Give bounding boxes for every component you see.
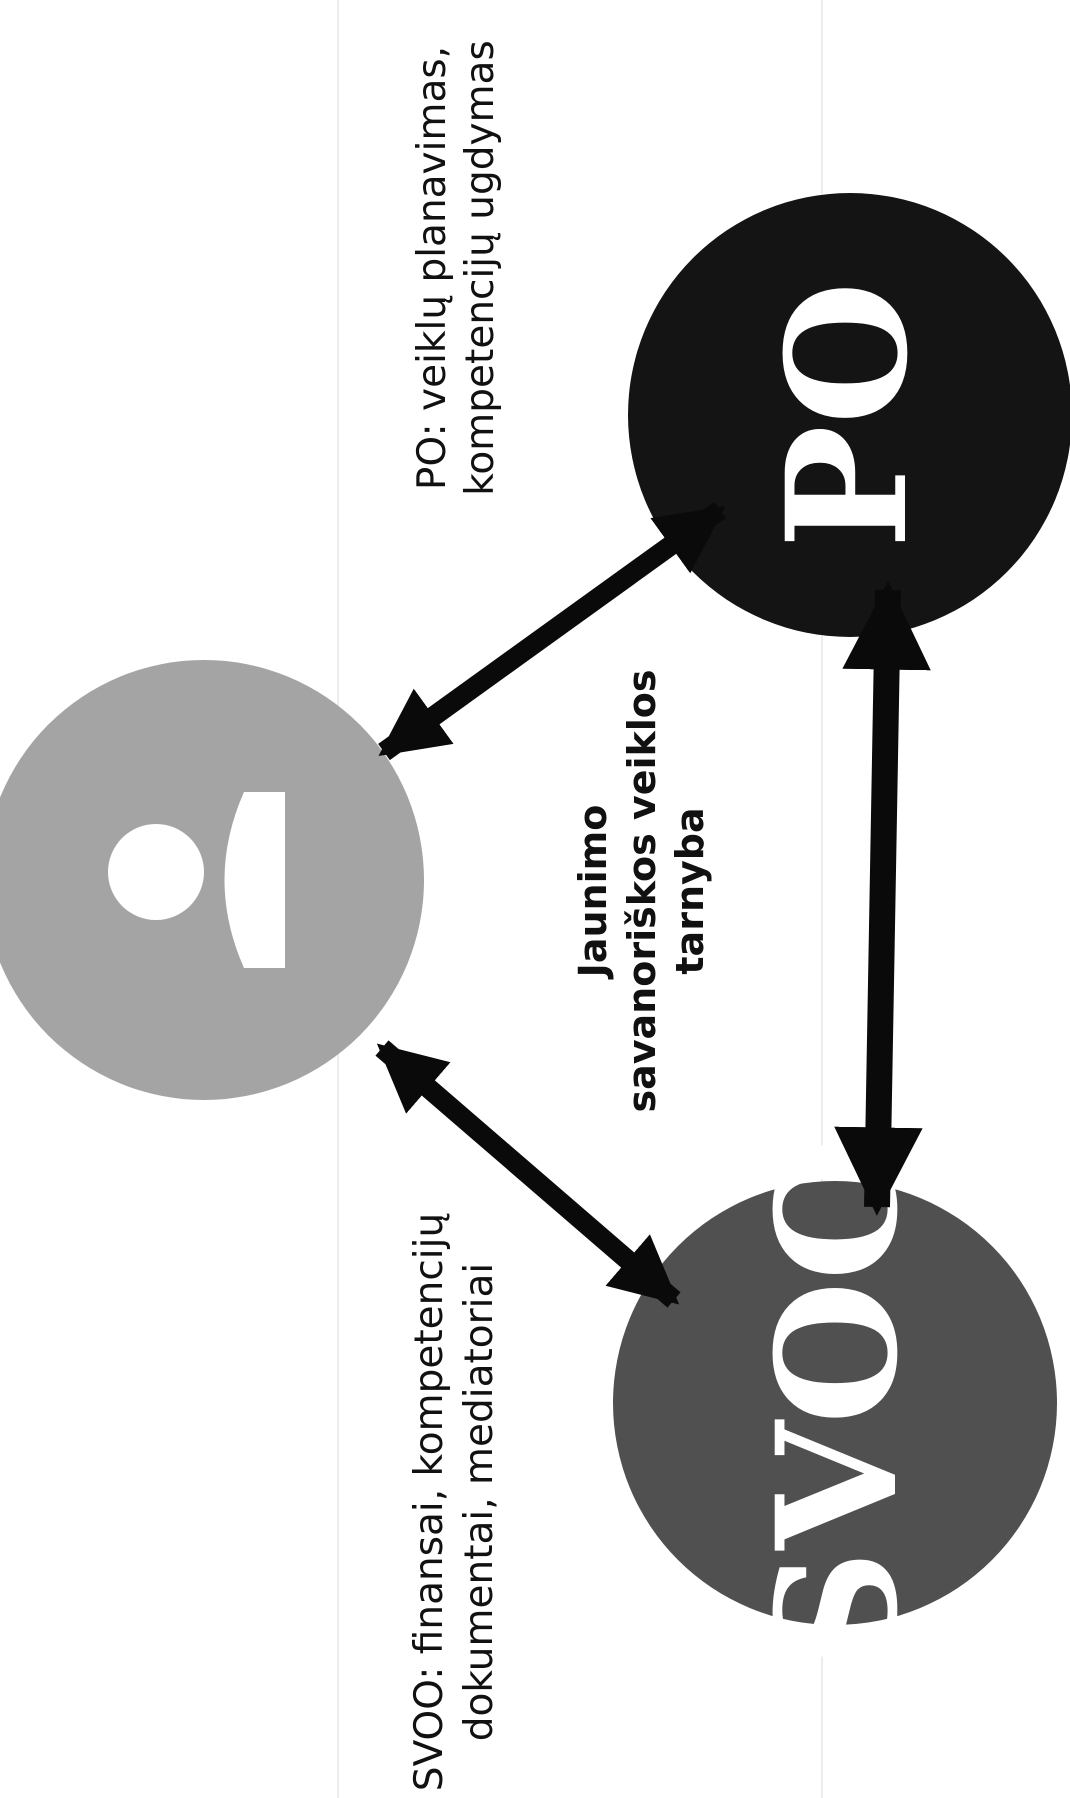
- svoo-node: [613, 1181, 1057, 1625]
- svoo-letters: SVOO: [740, 1137, 934, 1669]
- po-label-line1: PO: veiklų planavimas,: [410, 46, 455, 490]
- person-icon-body: [224, 792, 285, 968]
- arrow-person-svoo: [375, 1040, 681, 1308]
- svoo-label-line1: SVOO: finansai, kompetencijų: [407, 1213, 452, 1791]
- po-letters: PO: [750, 281, 944, 549]
- arrow-person-po: [378, 501, 726, 761]
- person-icon-head: [108, 824, 204, 920]
- center-label-line2: savanoriškos veiklos: [620, 669, 664, 1112]
- person-node: [0, 660, 424, 1100]
- arrow-po-svoo: [834, 581, 931, 1216]
- po-label-line2: kompetencijų ugdymas: [458, 40, 503, 496]
- person-icon: [108, 792, 285, 968]
- center-label-line3: tarnyba: [668, 807, 712, 974]
- po-node: [628, 193, 1070, 637]
- center-label-line1: Jaunimo: [571, 805, 615, 981]
- svoo-label-line2: dokumentai, mediatoriai: [457, 1263, 502, 1741]
